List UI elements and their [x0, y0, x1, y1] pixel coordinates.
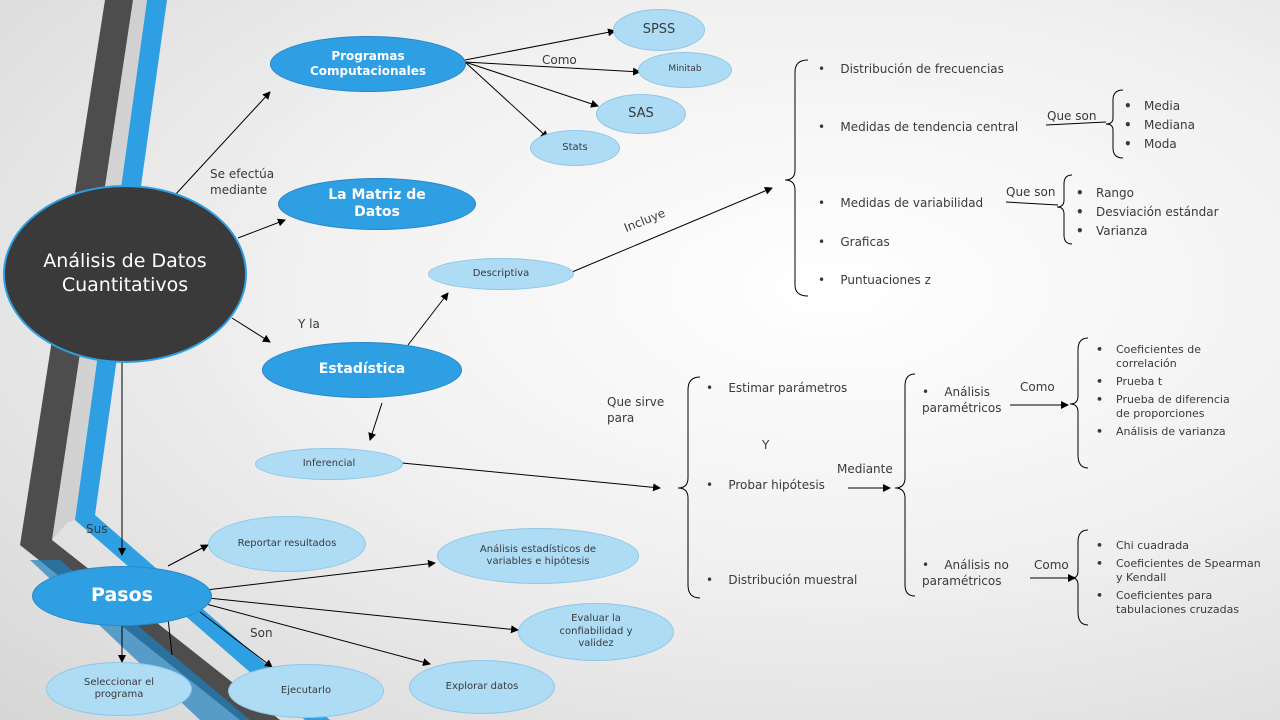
list-item: Media	[1124, 97, 1195, 116]
tipo-item: Análisis paramétricos	[922, 385, 1002, 415]
node-evaluar-confiabilidad: Evaluar la confiabilidad y validez	[518, 603, 674, 661]
list-item: Coeficientes de correlación	[1096, 343, 1246, 371]
list-item: Mediana	[1124, 116, 1195, 135]
node-pasos: Pasos	[32, 566, 212, 626]
descriptiva-item: Puntuaciones z	[840, 273, 931, 287]
node-ejecutarlo: Ejecutarlo	[228, 664, 384, 718]
descriptiva-item: Medidas de tendencia central	[840, 120, 1019, 134]
label-que-son-tendencia: Que son	[1047, 109, 1097, 123]
list-item: Coeficientes de Spearman y Kendall	[1096, 557, 1266, 585]
list-item: Desviación estándar	[1076, 203, 1219, 222]
list-item-analisis-parametricos: • Análisis paramétricos	[922, 385, 1002, 415]
node-explorar-datos: Explorar datos	[409, 660, 555, 714]
list-item: Prueba de diferencia de proporciones	[1096, 393, 1246, 421]
list-item: Rango	[1076, 184, 1219, 203]
node-matriz-datos: La Matriz de Datos	[278, 178, 476, 230]
node-analisis-cuantitativo: Análisis de Datos Cuantitativos	[3, 185, 247, 363]
inferencial-item: Distribución muestral	[728, 573, 858, 587]
label-como: Como	[542, 53, 577, 67]
list-item: Varianza	[1076, 222, 1219, 241]
label-y: Y	[762, 438, 770, 452]
descriptiva-item: Distribución de frecuencias	[840, 62, 1004, 76]
list-item-puntuaciones-z: • Puntuaciones z	[818, 273, 931, 287]
label-y-la: Y la	[298, 317, 320, 331]
node-analisis-estadisticos: Análisis estadísticos de variables e hip…	[437, 528, 639, 584]
list-item-distribucion-muestral: • Distribución muestral	[706, 573, 858, 587]
list-item: Chi cuadrada	[1096, 539, 1266, 553]
list-item-tendencia-central: • Medidas de tendencia central	[818, 120, 1019, 134]
variabilidad-list: Rango Desviación estándar Varianza	[1076, 184, 1219, 241]
label-son: Son	[250, 626, 273, 640]
node-stats: Stats	[530, 130, 620, 166]
node-estadistica: Estadística	[262, 342, 462, 398]
list-item-variabilidad: • Medidas de variabilidad	[818, 196, 984, 210]
inferencial-item: Estimar parámetros	[728, 381, 848, 395]
node-programas-computacionales: Programas Computacionales	[270, 36, 466, 92]
label-mediante: Mediante	[837, 462, 893, 476]
inferencial-item: Probar hipótesis	[728, 478, 825, 492]
list-item-analisis-no-parametricos: • Análisis no paramétricos	[922, 558, 1009, 588]
label-que-son-variabilidad: Que son	[1006, 185, 1056, 199]
node-minitab: Minitab	[638, 52, 732, 88]
label-como-parametricos: Como	[1020, 380, 1055, 394]
label-se-efectua: Se efectúa mediante	[210, 167, 275, 197]
tendencia-list: Media Mediana Moda	[1124, 97, 1195, 154]
node-sas: SAS	[596, 94, 686, 134]
node-seleccionar-programa: Seleccionar el programa	[46, 662, 192, 716]
no-parametricos-list: Chi cuadrada Coeficientes de Spearman y …	[1096, 539, 1266, 617]
label-como-no-parametricos: Como	[1034, 558, 1069, 572]
list-item: Moda	[1124, 135, 1195, 154]
list-item: Coeficientes para tabulaciones cruzadas	[1096, 589, 1266, 617]
label-sus: Sus	[86, 522, 108, 536]
tipo-item: Análisis no paramétricos	[922, 558, 1009, 588]
list-item-graficas: • Graficas	[818, 235, 890, 249]
descriptiva-item: Medidas de variabilidad	[840, 196, 984, 210]
list-item-probar-hipotesis: • Probar hipótesis	[706, 478, 825, 492]
node-inferencial: Inferencial	[255, 448, 403, 480]
node-reportar-resultados: Reportar resultados	[208, 516, 366, 572]
parametricos-list: Coeficientes de correlación Prueba t Pru…	[1096, 343, 1246, 439]
label-que-sirve-para: Que sirve para	[607, 395, 665, 425]
node-descriptiva: Descriptiva	[428, 258, 574, 290]
list-item-estimar-parametros: • Estimar parámetros	[706, 381, 848, 395]
descriptiva-item: Graficas	[840, 235, 890, 249]
node-spss: SPSS	[613, 9, 705, 51]
list-item: Prueba t	[1096, 375, 1246, 389]
list-item-distribucion-frecuencias: • Distribución de frecuencias	[818, 62, 1004, 76]
list-item: Análisis de varianza	[1096, 425, 1246, 439]
